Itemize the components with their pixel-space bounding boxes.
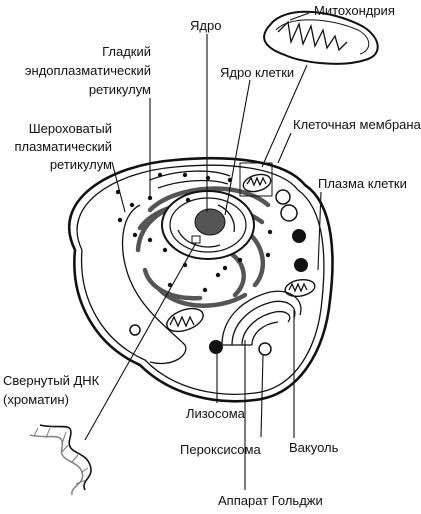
label-dna-2: (хроматин) (3, 392, 69, 407)
ribosome-dots (115, 172, 273, 293)
mitochondrion-enlarged (263, 10, 379, 65)
nucleolus-shape (194, 208, 226, 236)
smooth-er-shape (149, 170, 231, 189)
dna-helix (29, 424, 92, 496)
label-cell-membrane: Клеточная мембрана (293, 117, 421, 132)
label-rough-er-3: ретикулум (50, 157, 112, 172)
mitochondrion-left (166, 307, 204, 333)
label-rough-er-2: плазматический (15, 139, 112, 154)
label-nucleus: Ядро (190, 18, 221, 33)
label-smooth-er-3: ретикулум (89, 82, 151, 97)
cytoplasm-lobe (121, 204, 187, 365)
label-nucleolus: Ядро клетки (220, 65, 294, 80)
labels: Митохондрия Ядро Ядро клетки Гладкий энд… (3, 3, 421, 508)
cell-membrane-shape (67, 156, 334, 403)
label-peroxisome: Пероксисома (180, 442, 261, 457)
chromatin-marker (191, 235, 201, 244)
label-lysosome: Лизосома (186, 406, 246, 421)
label-smooth-er-1: Гладкий (102, 44, 151, 59)
label-vacuole: Вакуоль (289, 440, 339, 455)
leader-lines (84, 12, 322, 490)
label-mitochondria: Митохондрия (314, 3, 395, 18)
mitochondrion-callout-box (239, 162, 273, 197)
vacuole-shapes (129, 189, 298, 356)
label-rough-er-1: Шероховатый (29, 121, 112, 136)
mitochondrion-upper (242, 173, 272, 193)
label-cytoplasm: Плазма клетки (318, 176, 407, 191)
label-dna-1: Свернутый ДНК (3, 373, 100, 388)
golgi-shape (221, 290, 302, 346)
lysosome-shapes (209, 229, 308, 354)
label-golgi: Аппарат Гольджи (218, 493, 323, 508)
label-smooth-er-2: эндоплазматический (25, 63, 151, 78)
mitochondrion-right (284, 279, 316, 297)
